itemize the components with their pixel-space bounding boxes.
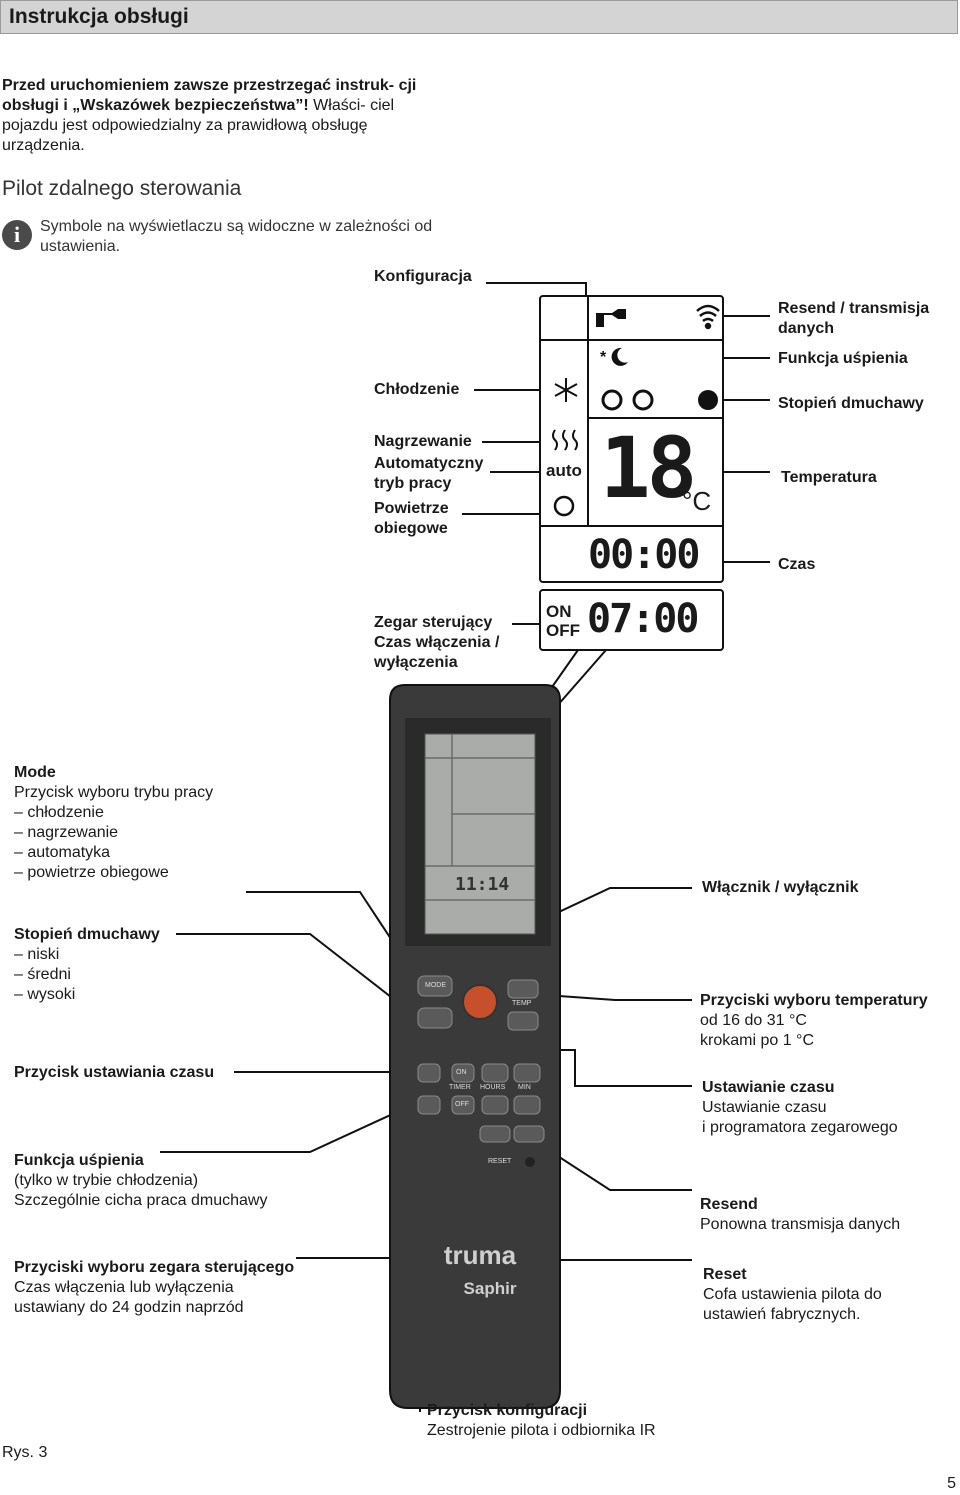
label-funkcja-uspienia: Funkcja uśpienia xyxy=(778,350,908,367)
label-nagrzewanie: Nagrzewanie xyxy=(374,433,472,450)
recirculation-icon xyxy=(553,495,575,517)
mode-line: – powietrze obiegowe xyxy=(14,864,169,881)
clock-title: Ustawianie czasu xyxy=(702,1079,835,1096)
header-title: Instrukcja obsługi xyxy=(9,5,189,28)
mode-line: – chłodzenie xyxy=(14,804,104,821)
timer-off-label: OFF xyxy=(546,621,580,640)
sleep-line: (tylko w trybie chłodzenia) xyxy=(14,1172,199,1189)
remote-temp-label: TEMP xyxy=(512,1000,532,1007)
fan-line: – średni xyxy=(14,966,71,983)
timer-on-label: ON xyxy=(546,602,572,621)
config-button-description: Przycisk konfiguracji Zestrojenie pilota… xyxy=(427,1401,727,1441)
wrench-icon xyxy=(596,309,626,327)
config-text: Zestrojenie pilota i odbiornika IR xyxy=(427,1422,656,1439)
timer-readout: 07:00 xyxy=(587,596,699,642)
intro-bold: Przed uruchomieniem zawsze przestrzegać … xyxy=(2,77,417,114)
label-stopien: Stopień dmuchawy xyxy=(778,395,924,412)
timer-line: Czas włączenia lub wyłączenia xyxy=(14,1279,234,1296)
remote-timer-label: TIMER xyxy=(449,1084,471,1091)
remote-min-label: MIN xyxy=(518,1084,531,1091)
fan-line: – wysoki xyxy=(14,986,76,1003)
fan-line: – niski xyxy=(14,946,60,963)
temp-title: Przyciski wyboru temperatury xyxy=(700,992,928,1009)
remote-body: truma Saphir xyxy=(389,684,561,1409)
temperature-readout: 18 xyxy=(600,419,697,517)
sleep-line: Szczególnie cicha praca dmuchawy xyxy=(14,1192,268,1209)
temp-description: Przyciski wyboru temperatury od 16 do 31… xyxy=(700,991,955,1051)
label-czas: Czas xyxy=(778,556,816,573)
info-text: Symbole na wyświetlaczu są widoczne w za… xyxy=(40,218,433,255)
intro-paragraph: Przed uruchomieniem zawsze przestrzegać … xyxy=(2,76,442,156)
reset-description: Reset Cofa ustawienia pilota do ustawień… xyxy=(703,1265,958,1325)
remote-hours-label: HOURS xyxy=(480,1084,506,1091)
page-header: Instrukcja obsługi xyxy=(0,0,958,34)
wifi-icon xyxy=(696,304,720,330)
label-powietrze: Powietrze obiegowe xyxy=(374,500,449,537)
label-temperatura: Temperatura xyxy=(781,469,877,486)
remote-lcd-time: 11:14 xyxy=(455,874,510,895)
page-number: 5 xyxy=(947,1475,956,1492)
resend-description: Resend Ponowna transmisja danych xyxy=(700,1195,955,1235)
temp-line: od 16 do 31 °C xyxy=(700,1012,807,1029)
timer-title: Przyciski wyboru zegara sterującego xyxy=(14,1259,295,1276)
snowflake-icon xyxy=(554,378,578,402)
remote-model: Saphir xyxy=(464,1279,517,1298)
label-automatyczny: Automatyczny tryb pracy xyxy=(374,455,484,492)
time-button-label: Przycisk ustawiania czasu xyxy=(14,1064,215,1081)
clock-line: Ustawianie czasu xyxy=(702,1099,827,1116)
lcd-display-diagram xyxy=(539,295,724,651)
fan-speed-icons xyxy=(601,389,718,411)
clock-readout: 00:00 xyxy=(588,532,700,578)
intro-normal: Właści- ciel pojazdu jest odpowiedzialny… xyxy=(2,97,395,154)
fan-description: Stopień dmuchawy – niski – średni – wyso… xyxy=(14,925,344,1005)
remote-brand: truma xyxy=(444,1240,517,1270)
label-chlodzenie: Chłodzenie xyxy=(374,381,460,398)
sleep-title: Funkcja uśpienia xyxy=(14,1152,144,1169)
mode-description: Mode Przycisk wyboru trybu pracy – chłod… xyxy=(14,763,344,883)
temperature-unit: °C xyxy=(682,486,712,516)
label-resend-display: Resend / transmisja danych xyxy=(778,300,930,337)
resend-line: Ponowna transmisja danych xyxy=(700,1216,901,1233)
temp-line: krokami po 1 °C xyxy=(700,1032,814,1049)
remote-mode-button[interactable]: MODE xyxy=(425,982,446,989)
info-icon: i xyxy=(2,220,32,250)
mode-line: Przycisk wyboru trybu pracy xyxy=(14,784,214,801)
resend-title: Resend xyxy=(700,1196,758,1213)
clock-line: i programatora zegarowego xyxy=(702,1119,898,1136)
mode-line: – nagrzewanie xyxy=(14,824,119,841)
clock-description: Ustawianie czasu Ustawianie czasu i prog… xyxy=(702,1078,957,1138)
label-zegar: Zegar sterujący Czas włączenia / wyłącze… xyxy=(374,614,500,671)
mode-line: – automatyka xyxy=(14,844,111,861)
label-konfiguracja: Konfiguracja xyxy=(374,268,472,285)
sleep-icon: * xyxy=(600,347,628,366)
reset-line: ustawień fabrycznych. xyxy=(703,1306,861,1323)
svg-text:*: * xyxy=(600,349,607,366)
power-label: Włącznik / wyłącznik xyxy=(702,879,859,896)
reset-title: Reset xyxy=(703,1266,747,1283)
reset-line: Cofa ustawienia pilota do xyxy=(703,1286,882,1303)
section-title: Pilot zdalnego sterowania xyxy=(2,177,242,200)
remote-off-button[interactable]: OFF xyxy=(455,1101,469,1108)
figure-caption: Rys. 3 xyxy=(2,1444,48,1461)
sleep-description: Funkcja uśpienia (tylko w trybie chłodze… xyxy=(14,1151,354,1211)
auto-mode-label: auto xyxy=(546,461,582,480)
config-title: Przycisk konfiguracji xyxy=(427,1402,588,1419)
remote-on-button[interactable]: ON xyxy=(456,1069,467,1076)
mode-title: Mode xyxy=(14,764,56,781)
timer-line: ustawiany do 24 godzin naprzód xyxy=(14,1299,244,1316)
fan-title: Stopień dmuchawy xyxy=(14,926,160,943)
timer-description: Przyciski wyboru zegara sterującego Czas… xyxy=(14,1258,354,1318)
remote-reset-label: RESET xyxy=(488,1158,512,1165)
heating-icon xyxy=(552,429,578,451)
